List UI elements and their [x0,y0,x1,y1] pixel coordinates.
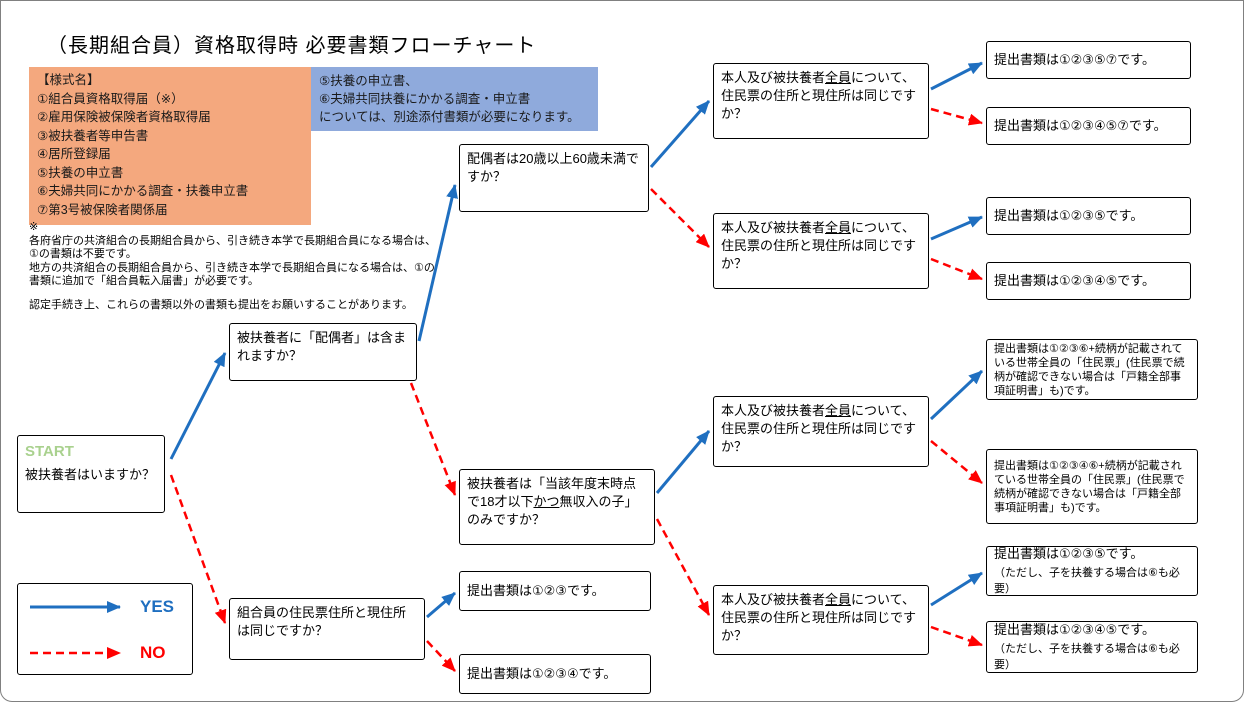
footnote-mark: ※ [29,221,39,233]
result-note: （ただし、子を扶養する場合は⑥も必要） [994,643,1180,671]
result-text: 提出書類は①②③④です。 [467,665,617,681]
question-text: 配偶者は20歳以上60歳未満ですか？ [467,151,639,185]
form-name-item-2: ②雇用保険被保険者資格取得届 [37,110,211,124]
question-address-2: 本人及び被扶養者全員について、住民票の住所と現住所は同じですか？ [713,213,929,289]
arrow-no-address4-to-r8 [930,625,983,647]
result-6: 提出書類は①②③④⑥+続柄が記載されている世帯全員の「住民票」(住民票で続柄が確… [986,449,1198,524]
arrow-no-address1-to-r2 [930,107,983,126]
result-text: 提出書類は①②③⑤です。 [994,546,1144,562]
result-text: 提出書類は①②③④⑤です。 [994,622,1155,638]
question-text-emph: 全員 [825,403,852,418]
result-10: 提出書類は①②③④です。 [459,654,651,694]
question-text: 組合員の住民票住所と現住所は同じですか？ [237,605,407,639]
form-name-item-1: ①組合員資格取得届（※） [37,91,184,106]
question-text: 被扶養者に「配偶者」は含まれますか？ [237,330,407,364]
question-text: 本人及び被扶養者 [721,220,826,235]
arrow-yes-address1-to-r1 [930,61,983,91]
arrow-no-child-to-address4 [655,518,711,616]
footnote-line-2: ①の書類は不要です。 [29,248,137,260]
question-text-emph: 全員 [825,70,852,85]
start-question: 被扶養者はいますか？ [25,467,156,482]
result-text: 提出書類は①②③⑤⑦です。 [994,51,1155,67]
question-child-only: 被扶養者は「当該年度末時点で18才以下かつ無収入の子」のみですか？ [459,469,655,545]
question-spouse-included: 被扶養者に「配偶者」は含まれますか？ [229,323,417,381]
result-5: 提出書類は①②③⑥+続柄が記載されている世帯全員の「住民票」(住民票で続柄が確認… [986,339,1198,400]
footnote-line-3: 地方の共済組合の長期組合員から、引き続き本学で長期組合員になる場合は、①の [29,261,435,274]
result-2: 提出書類は①②③④⑤⑦です。 [986,107,1191,145]
result-text: 提出書類は①②③④⑤⑦です。 [994,117,1167,133]
arrow-no-address3-to-r6 [930,440,983,484]
form-name-item-6: ⑥夫婦共同にかかる調査・扶養申立書 [37,184,249,198]
result-note: （ただし、子を扶養する場合は⑥も必要） [994,567,1180,595]
arrow-yes-address3-to-r5 [929,369,984,421]
question-text-emph: 全員 [825,220,852,235]
legend-yes-row: YES [18,584,192,630]
arrow-yes-address4-to-r7 [930,571,983,607]
yes-arrow-sample [30,601,121,613]
question-text: 無収入の子」のみですか？ [467,494,638,528]
question-text: について、住民票の住所と現住所は同じですか？ [721,592,917,644]
result-3: 提出書類は①②③⑤です。 [986,197,1191,235]
question-text: について、住民票の住所と現住所は同じですか？ [721,403,917,455]
question-address-3: 本人及び被扶養者全員について、住民票の住所と現住所は同じですか？ [713,396,929,467]
form-name-item-7: ⑦第3号被保険者関係届 [37,202,168,217]
footnote-line-4: 書類に追加で「組合員転入届書」が必要です。 [29,275,259,287]
result-7: 提出書類は①②③⑤です。 （ただし、子を扶養する場合は⑥も必要） [986,546,1198,596]
result-text: 提出書類は①②③⑤です。 [994,207,1144,223]
result-9: 提出書類は①②③です。 [459,571,651,611]
result-text: 提出書類は①②③④⑥+続柄が記載されている世帯全員の「住民票」(住民票で続柄が確… [994,459,1185,514]
footnote-line-1: 各府省庁の共済組合の長期組合員から、引き続き本学で長期組合員になる場合は、 [29,234,436,247]
result-4: 提出書類は①②③④⑤です。 [986,262,1191,300]
question-spouse-age: 配偶者は20歳以上60歳未満ですか？ [459,144,649,212]
no-arrow-sample [30,647,121,659]
question-text: 被扶養者は「当該年度末時点で18才以下 [467,476,637,510]
question-address-4: 本人及び被扶養者全員について、住民票の住所と現住所は同じですか？ [713,585,929,655]
arrow-no-spouse-to-child [409,382,457,496]
start-node: START 被扶養者はいますか？ [17,435,165,513]
form-name-item-4: ④居所登録届 [37,147,111,161]
form-name-item-3: ③被扶養者等申告書 [37,128,149,143]
form-name-item-5: ⑤扶養の申立書 [37,165,124,180]
start-label: START [25,443,74,460]
result-1: 提出書類は①②③⑤⑦です。 [986,41,1191,79]
question-text-emph: かつ [533,494,560,510]
question-text: 本人及び被扶養者 [721,70,826,85]
result-text: 提出書類は①②③⑥+続柄が記載されている世帯全員の「住民票」(住民票で続柄が確認… [994,342,1185,397]
result-8: 提出書類は①②③④⑤です。 （ただし、子を扶養する場合は⑥も必要） [986,621,1198,673]
arrow-yes-child-to-address3 [655,430,711,494]
form-names-box: 【様式名】 ①組合員資格取得届（※） ②雇用保険被保険者資格取得届 ③被扶養者等… [29,67,311,225]
arrow-yes-start-to-spouse [169,352,227,460]
attachment-note-box: ⑤扶養の申立書、 ⑥夫婦共同扶養にかかる調査・申立書 については、別途添付書類が… [311,67,598,131]
attachment-note-line-3: については、別途添付書類が必要になります。 [319,110,580,124]
legend-no-label: NO [140,643,166,662]
question-member-address: 組合員の住民票住所と現住所は同じですか？ [229,598,425,660]
attachment-note-line-2: ⑥夫婦共同扶養にかかる調査・申立書 [319,92,531,106]
result-text: 提出書類は①②③④⑤です。 [994,272,1155,288]
arrow-no-age-to-address2 [650,188,710,248]
legend-no-row: NO [18,630,192,676]
footnote-extra: 認定手続き上、これらの書類以外の書類も提出をお願いすることがあります。 [29,298,413,311]
form-names-heading: 【様式名】 [37,73,100,87]
legend-yes-label: YES [140,597,175,616]
question-text: について、住民票の住所と現住所は同じですか？ [721,220,917,272]
footnote: ※ 各府省庁の共済組合の長期組合員から、引き続き本学で長期組合員になる場合は、 … [29,221,604,312]
arrow-no-member-address-to-r10 [426,640,456,672]
result-text: 提出書類は①②③です。 [467,582,605,598]
page-title: （長期組合員）資格取得時 必要書類フローチャート [47,35,537,57]
question-text: について、住民票の住所と現住所は同じですか？ [721,70,917,122]
arrow-yes-age-to-address1 [649,100,711,168]
question-text: 本人及び被扶養者 [721,403,826,418]
question-address-1: 本人及び被扶養者全員について、住民票の住所と現住所は同じですか？ [713,63,929,139]
legend-box: YES NO [17,583,193,675]
attachment-note-line-1: ⑤扶養の申立書、 [319,74,418,88]
question-text: 本人及び被扶養者 [721,592,826,607]
arrow-no-address2-to-r4 [930,257,983,281]
arrow-yes-member-address-to-r9 [426,591,456,619]
question-text-emph: 全員 [825,592,852,607]
arrow-yes-address2-to-r3 [930,215,983,241]
